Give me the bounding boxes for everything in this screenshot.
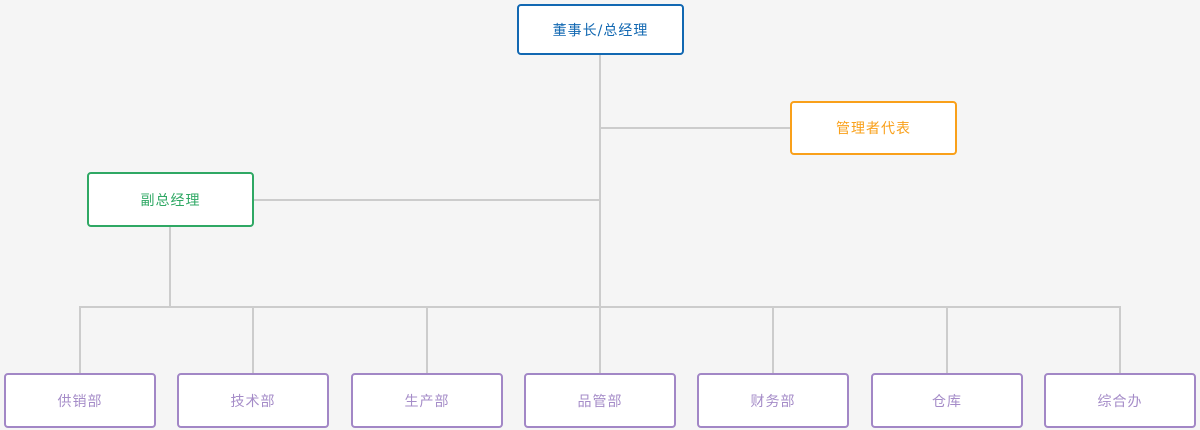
- connector-drop-supply-dept: [79, 306, 81, 373]
- node-management-representative: 管理者代表: [790, 101, 957, 155]
- connector-deputy-gm-branch: [254, 199, 600, 201]
- node-warehouse: 仓库: [871, 373, 1023, 428]
- node-technology-dept-label: 技术部: [230, 393, 276, 410]
- connector-drop-production-dept: [426, 306, 428, 373]
- node-deputy-general-manager: 副总经理: [87, 172, 254, 227]
- node-chairman-general-manager-label: 董事长/总经理: [552, 22, 649, 39]
- node-technology-dept: 技术部: [177, 373, 329, 428]
- connector-drop-technology-dept: [252, 306, 254, 373]
- connector-drop-finance-dept: [772, 306, 774, 373]
- connector-deputy-gm-vertical: [169, 227, 171, 307]
- node-warehouse-label: 仓库: [932, 393, 962, 410]
- node-finance-dept-label: 财务部: [750, 393, 796, 410]
- connector-drop-quality-dept: [599, 306, 601, 373]
- node-production-dept: 生产部: [351, 373, 503, 428]
- node-deputy-general-manager-label: 副总经理: [140, 192, 201, 209]
- node-management-representative-label: 管理者代表: [836, 121, 911, 137]
- node-production-dept-label: 生产部: [404, 393, 450, 410]
- node-general-office-label: 综合办: [1097, 393, 1143, 410]
- connector-root-vertical: [599, 55, 601, 373]
- node-supply-sales-dept: 供销部: [4, 373, 156, 428]
- node-general-office: 综合办: [1044, 373, 1196, 428]
- node-finance-dept: 财务部: [697, 373, 849, 428]
- node-supply-sales-dept-label: 供销部: [57, 393, 103, 410]
- node-chairman-general-manager: 董事长/总经理: [517, 4, 684, 55]
- connector-drop-warehouse: [946, 306, 948, 373]
- node-quality-control-dept: 品管部: [524, 373, 676, 428]
- connector-drop-general-office: [1119, 306, 1121, 373]
- node-quality-control-dept-label: 品管部: [577, 393, 623, 410]
- connector-management-rep-branch: [600, 127, 790, 129]
